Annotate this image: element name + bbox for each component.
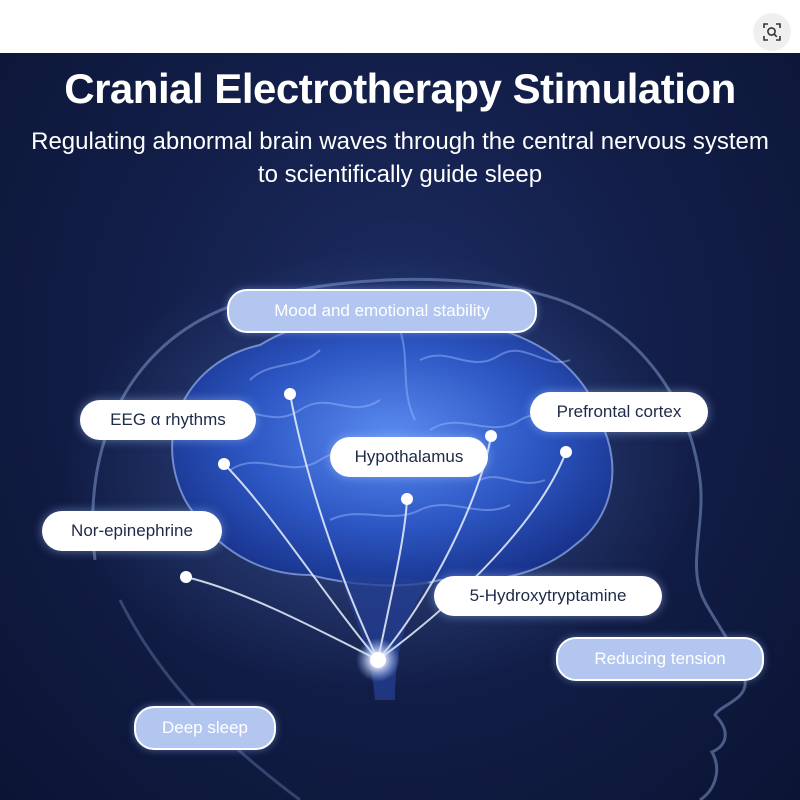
label-prefrontal: Prefrontal cortex [530, 392, 708, 432]
label-reducing-tension: Reducing tension [556, 637, 764, 681]
label-mood: Mood and emotional stability [227, 289, 537, 333]
subtitle-line-2: to scientifically guide sleep [257, 161, 543, 188]
label-hydroxytryptamine: 5-Hydroxytryptamine [434, 576, 662, 616]
page-title: Cranial Electrotherapy Stimulation [64, 65, 736, 112]
label-deep-sleep: Deep sleep [134, 706, 276, 750]
page-subtitle: Regulating abnormal brain waves through … [20, 125, 780, 191]
subtitle-line-1: Regulating abnormal brain waves through … [31, 128, 769, 155]
label-hypothalamus: Hypothalamus [330, 437, 488, 477]
visual-search-icon [763, 23, 781, 41]
visual-search-button[interactable] [753, 13, 791, 51]
label-eeg: EEG α rhythms [80, 400, 256, 440]
top-bar [0, 0, 800, 53]
infographic-image: Cranial Electrotherapy Stimulation Regul… [0, 53, 800, 800]
label-norepinephrine: Nor-epinephrine [42, 511, 222, 551]
connection-nodes [180, 388, 572, 682]
